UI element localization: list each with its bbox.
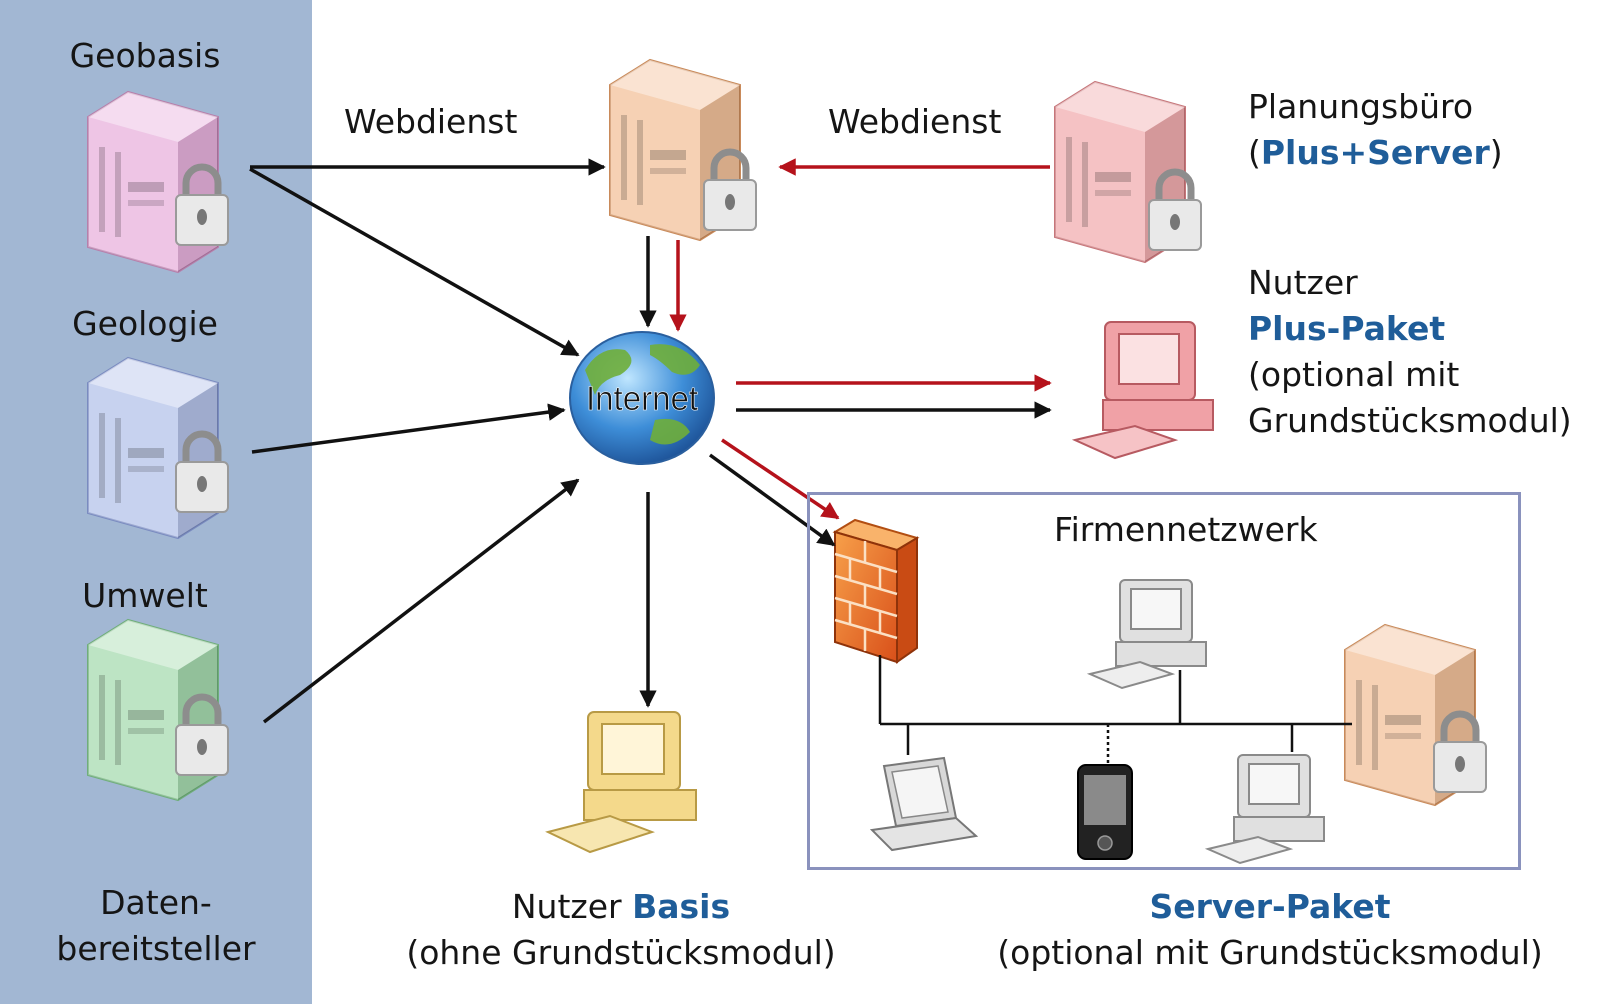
basis-user-computer-icon	[545, 711, 697, 854]
webdienst-left-label: Webdienst	[344, 102, 518, 141]
arrow-geologie-internet	[251, 403, 566, 454]
plus-paket-product: Plus-Paket	[1248, 309, 1446, 348]
webdienst-right-label: Webdienst	[828, 102, 1002, 141]
internet-label: Internet	[586, 380, 699, 418]
smartphone-icon	[1077, 764, 1133, 860]
server-paket-product: Server-Paket	[1149, 887, 1391, 926]
nutzer-plus-label: Nutzer Plus-Paket (optional mit Grundstü…	[1248, 263, 1572, 440]
basis-product: Basis	[632, 887, 731, 926]
data-provider-caption: Daten- bereitsteller	[56, 883, 256, 968]
planungsbuero-product-line: (Plus+Server)	[1248, 133, 1503, 172]
arrow-internet-firewall-red	[721, 438, 840, 520]
firmennetzwerk-label: Firmennetzwerk	[1054, 510, 1318, 549]
umwelt-label: Umwelt	[82, 576, 208, 615]
firewall-icon	[832, 518, 920, 664]
company-network-lines	[878, 655, 1352, 763]
plus-user-computer-icon	[1071, 321, 1214, 460]
arrow-internet-firewall-black	[708, 453, 836, 547]
nutzer-basis-label: Nutzer Basis (ohne Grundstücksmodul)	[406, 887, 836, 972]
globe-icon	[569, 331, 715, 465]
geologie-label: Geologie	[72, 304, 218, 343]
geobasis-label: Geobasis	[69, 36, 221, 75]
network-computer-icon	[1204, 754, 1325, 865]
planungsbuero-title: Planungsbüro	[1248, 87, 1474, 126]
laptop-icon	[869, 756, 979, 852]
company-network-box	[807, 492, 1521, 870]
data-flow-arrows	[249, 158, 1052, 724]
plus-server-product: Plus+Server	[1260, 133, 1490, 172]
arrow-geobasis-internet	[249, 167, 580, 357]
planungsbuero-label: Planungsbüro (Plus+Server)	[1248, 84, 1503, 176]
network-computer-icon	[1086, 579, 1207, 690]
arrow-umwelt-internet	[262, 478, 580, 724]
server-paket-label: Server-Paket (optional mit Grundstücksmo…	[980, 884, 1560, 976]
